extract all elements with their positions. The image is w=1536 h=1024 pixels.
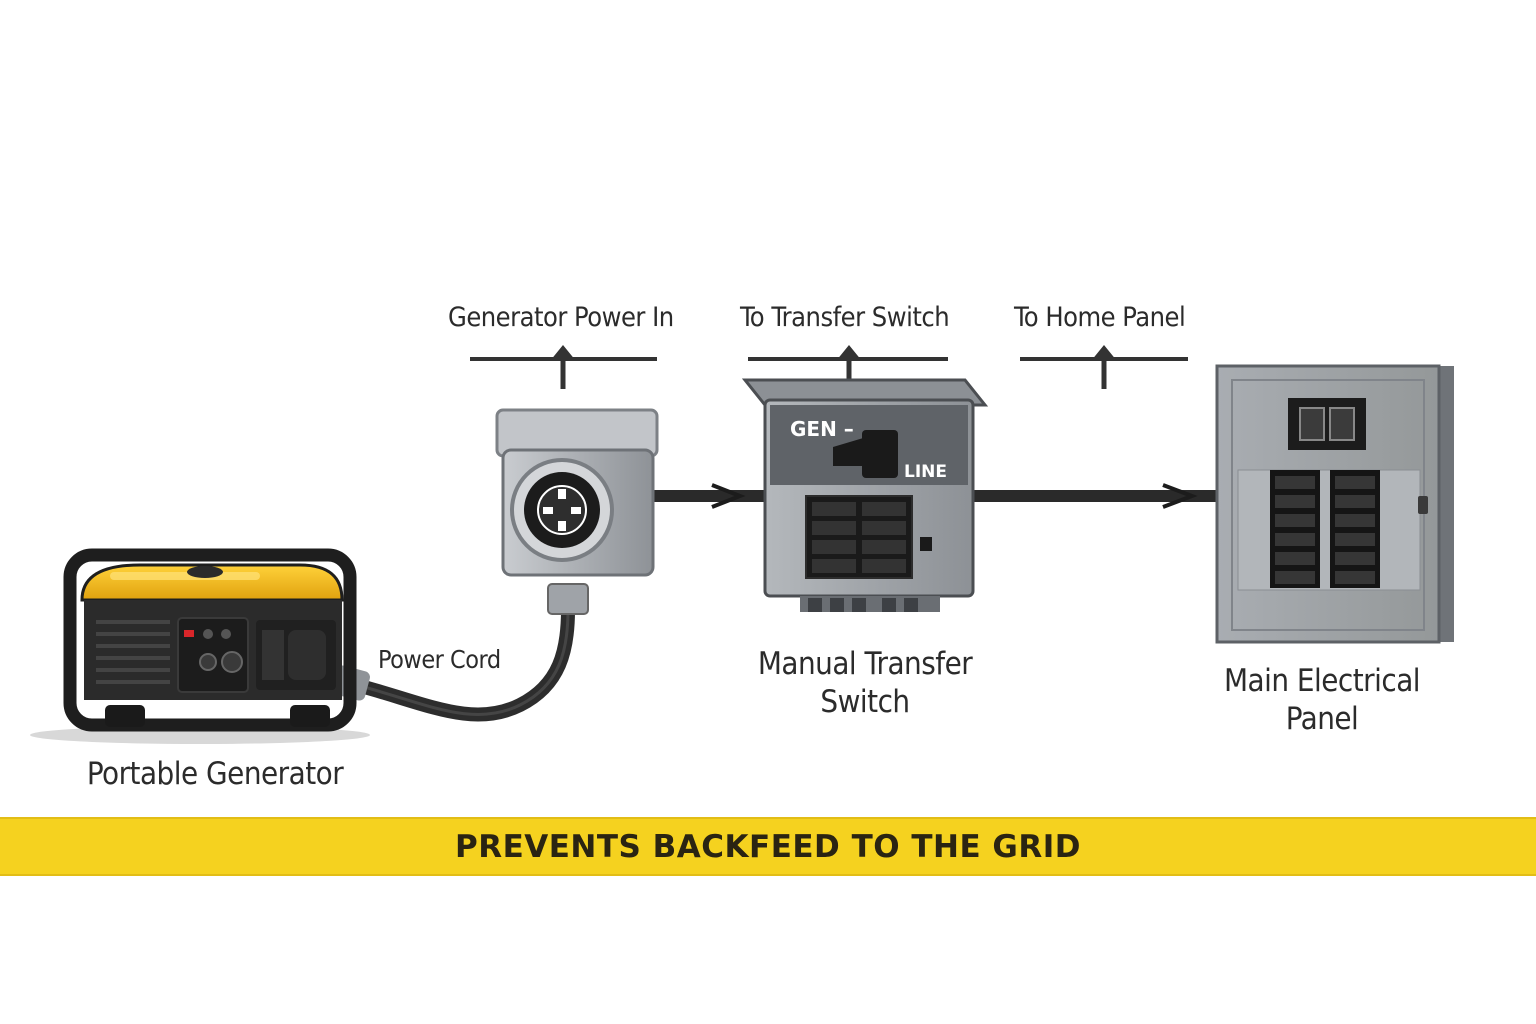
label-manual-transfer-switch-line2: Switch bbox=[820, 684, 910, 720]
power-inlet-box bbox=[495, 408, 659, 577]
engine-vent-grille bbox=[96, 620, 170, 684]
backfeed-warning-banner: PREVENTS BACKFEED TO THE GRID bbox=[0, 817, 1536, 876]
label-to-home-panel: To Home Panel bbox=[1014, 302, 1186, 333]
flow-arrow-to-transfer-switch bbox=[748, 345, 948, 384]
transfer-toggle-handle bbox=[833, 430, 898, 478]
gen-position-marking: GEN – bbox=[790, 417, 854, 441]
main-electrical-panel bbox=[1215, 364, 1454, 644]
label-manual-transfer-switch: Manual Transfer Switch bbox=[740, 645, 990, 721]
label-main-electrical-panel-line2: Panel bbox=[1285, 701, 1359, 737]
flow-arrow-generator-power-in bbox=[470, 345, 657, 389]
label-to-transfer-switch: To Transfer Switch bbox=[740, 302, 950, 333]
label-manual-transfer-switch-line1: Manual Transfer bbox=[757, 646, 973, 682]
label-power-cord: Power Cord bbox=[378, 645, 501, 674]
switch-circuit-breakers bbox=[805, 495, 913, 579]
label-portable-generator: Portable Generator bbox=[86, 756, 344, 792]
label-main-electrical-panel-line1: Main Electrical bbox=[1223, 663, 1421, 699]
banner-text: PREVENTS BACKFEED TO THE GRID bbox=[454, 828, 1082, 865]
line-position-marking: LINE bbox=[904, 462, 947, 482]
flow-arrow-to-home-panel bbox=[1020, 345, 1188, 389]
manual-transfer-switch: GEN – LINE bbox=[741, 378, 989, 612]
panel-circuit-breakers bbox=[1237, 469, 1421, 591]
portable-generator bbox=[30, 548, 370, 744]
cable-switch-to-panel bbox=[969, 483, 1224, 509]
label-generator-power-in: Generator Power In bbox=[448, 302, 674, 333]
indicator-light-icon bbox=[184, 630, 194, 637]
panel-latch-icon bbox=[1418, 496, 1428, 514]
cable-inlet-to-switch bbox=[649, 483, 776, 509]
label-main-electrical-panel: Main Electrical Panel bbox=[1200, 662, 1444, 738]
